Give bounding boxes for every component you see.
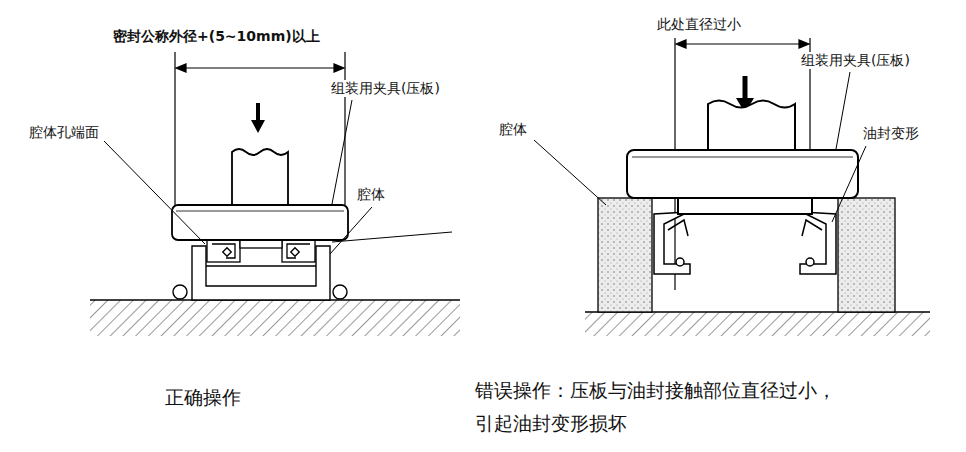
dimension-line [175,52,345,205]
leader-line [836,72,850,149]
oil-seal [282,240,315,262]
press-arrow [251,103,265,133]
leader-line [534,140,606,205]
oil-seal [207,240,240,262]
ground [585,312,930,336]
leader-line [104,100,452,254]
part-label: 组装用夹具(压板) [330,80,441,97]
housing [173,285,187,299]
dimension-line [183,67,337,68]
oil-seal [802,220,822,236]
dimension-line [334,64,344,72]
part-label: 腔体 [498,121,528,138]
dimension-line [344,52,345,205]
part-label: 组装用夹具(压板) [800,52,911,69]
oil-seal [654,212,690,274]
leader-line [534,72,866,222]
press-arrow [743,76,748,100]
dimension-label: 密封公称外径+(5~10mm)以上 [112,28,321,45]
leader-line [332,100,352,204]
caption-text: 正确操作 [164,386,242,409]
press-plate [708,101,795,151]
housing [206,265,316,266]
oil-seal [287,244,310,258]
housing [838,198,895,312]
housing [173,246,347,300]
dimension-line [676,40,686,48]
caption-text: 错误操作：压板与油封接触部位直径过小， 引起油封变形损坏 [474,374,848,441]
dimension-line [683,43,802,44]
dimension-line [799,40,809,48]
oil-seal [800,212,836,274]
leader-line [104,141,205,244]
dimension-label: 此处直径过小 [656,16,742,33]
oil-seal [291,248,299,256]
dimension-line [174,52,175,205]
oil-seal [223,248,231,256]
part-label: 腔体孔端面 [28,124,100,141]
leader-line [832,146,866,222]
housing [598,198,895,312]
press-arrow [256,103,260,122]
press-arrow [251,120,265,133]
leader-line [332,232,452,242]
oil-seal [240,240,282,248]
oil-seal [806,258,814,266]
dimension-line [176,64,186,72]
press-plate [232,149,288,205]
press-plate [627,150,858,198]
press-plate [627,101,858,215]
oil-seal [676,258,684,266]
part-label: 油封变形 [862,125,920,142]
housing [333,285,347,299]
oil-seal [207,240,315,262]
ground [90,300,460,336]
housing [598,198,652,312]
press-plate [176,211,344,212]
oil-seal [668,220,688,236]
ground [585,312,930,336]
ground [90,300,460,336]
press-plate [678,198,812,214]
part-label: 腔体 [356,186,386,203]
leader-line [330,207,372,254]
oil-seal [654,212,836,274]
oil-seal [212,244,235,258]
press-plate [172,205,348,240]
press-plate [172,149,348,240]
press-plate [632,157,853,158]
